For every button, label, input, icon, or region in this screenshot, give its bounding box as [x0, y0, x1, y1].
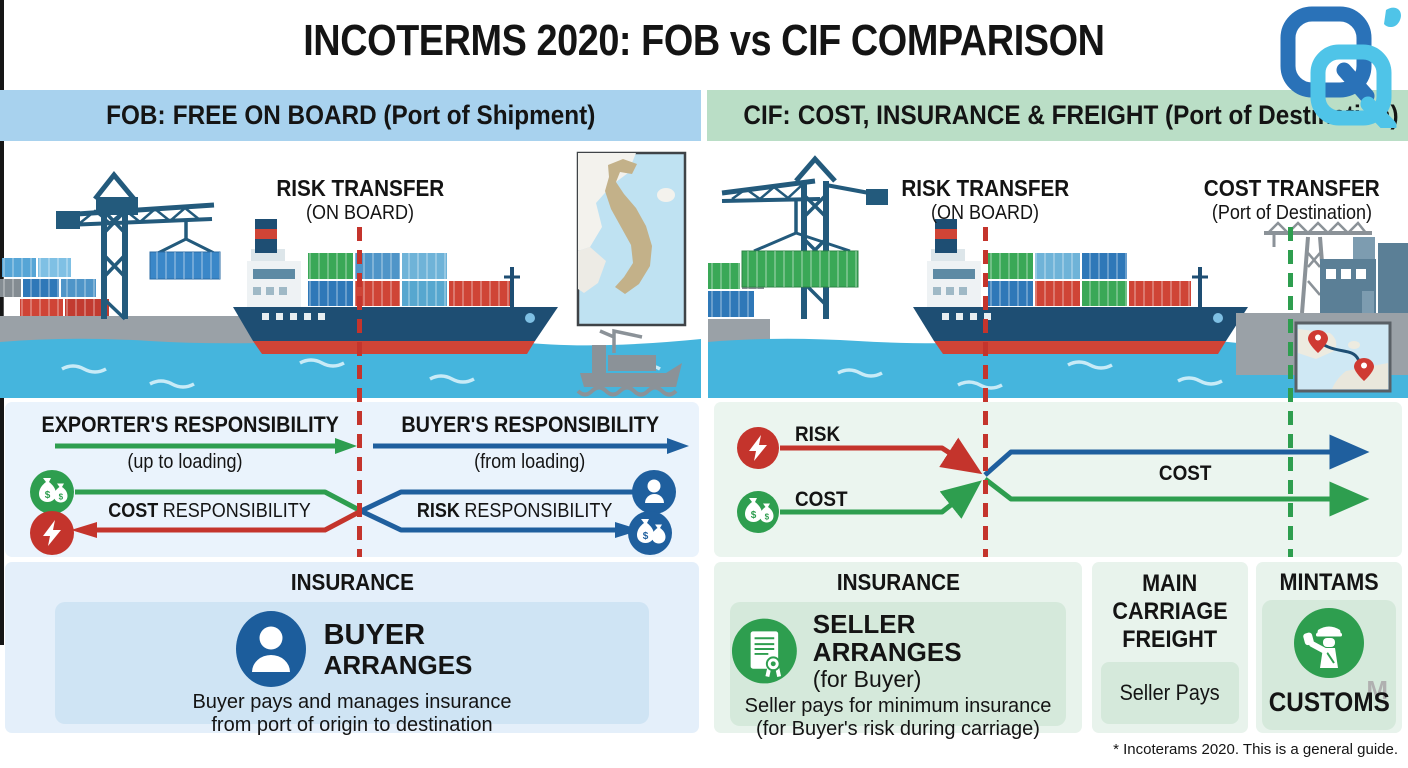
gray-ship-silhouette — [576, 328, 682, 397]
fob-cargo-ship — [233, 219, 558, 354]
fob-buyer-responsibility-sub: (from loading) — [474, 451, 586, 473]
fob-responsibility-graphic: $ $ $ — [30, 438, 689, 555]
cif-flows-graphic: $ $ — [737, 427, 1370, 533]
cif-insurance-party-2: (for Buyer) — [812, 666, 922, 692]
cif-risk-transfer-line — [983, 227, 988, 557]
fob-crane-icon — [56, 171, 221, 321]
svg-text:$: $ — [59, 493, 64, 502]
svg-text:$: $ — [765, 513, 770, 522]
fob-header: FOB:FREE ON BOARD (Port of Shipment) — [0, 90, 701, 141]
page-title-text: INCOTERMS 2020: FOB vs CIF COMPARISON — [303, 16, 1105, 65]
fob-insurance-heading: INSURANCE — [290, 569, 414, 595]
cif-main-carriage-heading: MAIN CARRIAGE FREIGHT — [1112, 570, 1228, 653]
fob-risk-transfer-line — [357, 227, 362, 557]
cif-header: CIF:COST, INSURANCE & FREIGHT (Port of D… — [707, 90, 1408, 141]
cif-cost-after-label: COST — [1158, 462, 1212, 485]
fob-insurance-party: BUYER — [323, 618, 426, 651]
cif-cargo-ship — [913, 219, 1248, 354]
fob-code: FOB: — [105, 100, 166, 130]
person-icon — [632, 470, 676, 514]
cif-code: CIF: — [743, 100, 791, 130]
fob-risk-transfer-label: RISK TRANSFER (ON BOARD) — [255, 175, 465, 225]
fob-insurance-party-2: ARRANGES — [323, 649, 473, 680]
money-bag-icon: $ $ — [737, 491, 779, 533]
cif-insurance-description: Seller pays for minimum insurance (for B… — [744, 695, 1052, 740]
cif-risk-label: RISK — [795, 423, 841, 446]
cif-name: COST, INSURANCE & FREIGHT (Port of Desti… — [797, 100, 1399, 130]
cif-port-scene — [708, 155, 1408, 398]
fob-exporter-responsibility-sub: (up to loading) — [127, 451, 243, 473]
fob-risk-transfer-sub: (ON BOARD) — [306, 202, 414, 224]
page-title: INCOTERMS 2020: FOB vs CIF COMPARISON — [0, 16, 1408, 66]
customs-officer-icon — [1294, 608, 1364, 678]
buyer-person-icon — [235, 611, 306, 687]
cif-insurance-party: SELLER ARRANGES — [812, 609, 962, 667]
cif-crane-icon — [721, 155, 888, 319]
cif-insurance-heading: INSURANCE — [836, 569, 960, 595]
location-pin-icon — [1308, 330, 1374, 381]
fob-name: FREE ON BOARD (Port of Shipment) — [172, 100, 596, 130]
fob-risk-transfer-title: RISK TRANSFER — [276, 175, 444, 201]
fob-waves — [61, 358, 661, 389]
cif-main-carriage-section: MAIN CARRIAGE FREIGHT Seller Pays — [1092, 562, 1248, 733]
cif-cost-transfer-label: COST TRANSFER (Port of Destination) — [1204, 175, 1380, 224]
money-bag-icon: $ $ — [30, 470, 74, 514]
customs-watermark-letter: M — [1366, 675, 1388, 705]
fob-insurance-description: Buyer pays and manages insurance from po… — [192, 691, 512, 736]
cif-risk-transfer-label: RISK TRANSFER (ON BOARD) — [901, 175, 1069, 224]
cif-main-carriage-value: Seller Pays — [1101, 662, 1239, 724]
cif-cost-transfer-line — [1288, 227, 1293, 557]
money-bag-icon: $ — [628, 511, 672, 555]
cif-customs-heading: MINTAMS — [1279, 569, 1379, 596]
vietnam-map — [576, 151, 687, 327]
fob-buyer-responsibility-label: BUYER'S RESPONSIBILITY — [401, 412, 659, 437]
lightning-icon — [737, 427, 779, 469]
cif-customs-section: MINTAMS M CUSTOMS — [1256, 562, 1402, 733]
fob-exporter-responsibility-label: EXPORTER'S RESPONSIBILITY — [41, 412, 339, 437]
logo-apostrophe — [1384, 7, 1401, 28]
cif-customs-card: M CUSTOMS — [1262, 600, 1396, 730]
certificate-icon — [731, 618, 797, 684]
svg-text:$: $ — [751, 510, 757, 521]
cq-logo-icon — [1280, 6, 1401, 128]
logo-q-cyan — [1310, 44, 1397, 128]
svg-text:$: $ — [643, 531, 649, 542]
cif-cost-label: COST — [795, 488, 848, 511]
fob-insurance-section: INSURANCE BUYER ARRANGES Buyer pays and … — [5, 562, 699, 736]
footnote: * Incoterams 2020. This is a general gui… — [1113, 741, 1398, 758]
cif-waves — [837, 360, 1223, 390]
cif-water — [708, 337, 1408, 398]
cif-insurance-card: SELLER ARRANGES (for Buyer) Seller pays … — [730, 602, 1066, 740]
cif-flows-section — [714, 402, 1402, 557]
lightning-icon — [30, 511, 74, 555]
fob-insurance-card: BUYER ARRANGES Buyer pays and manages in… — [55, 602, 649, 736]
cif-customs-value: CUSTOMS — [1268, 687, 1390, 717]
svg-text:$: $ — [45, 490, 51, 501]
cif-insurance-section: INSURANCE SELLER ARRANGES (for Buyer) Se… — [714, 562, 1082, 740]
fob-port-scene — [0, 151, 701, 398]
route-map — [1294, 321, 1392, 393]
